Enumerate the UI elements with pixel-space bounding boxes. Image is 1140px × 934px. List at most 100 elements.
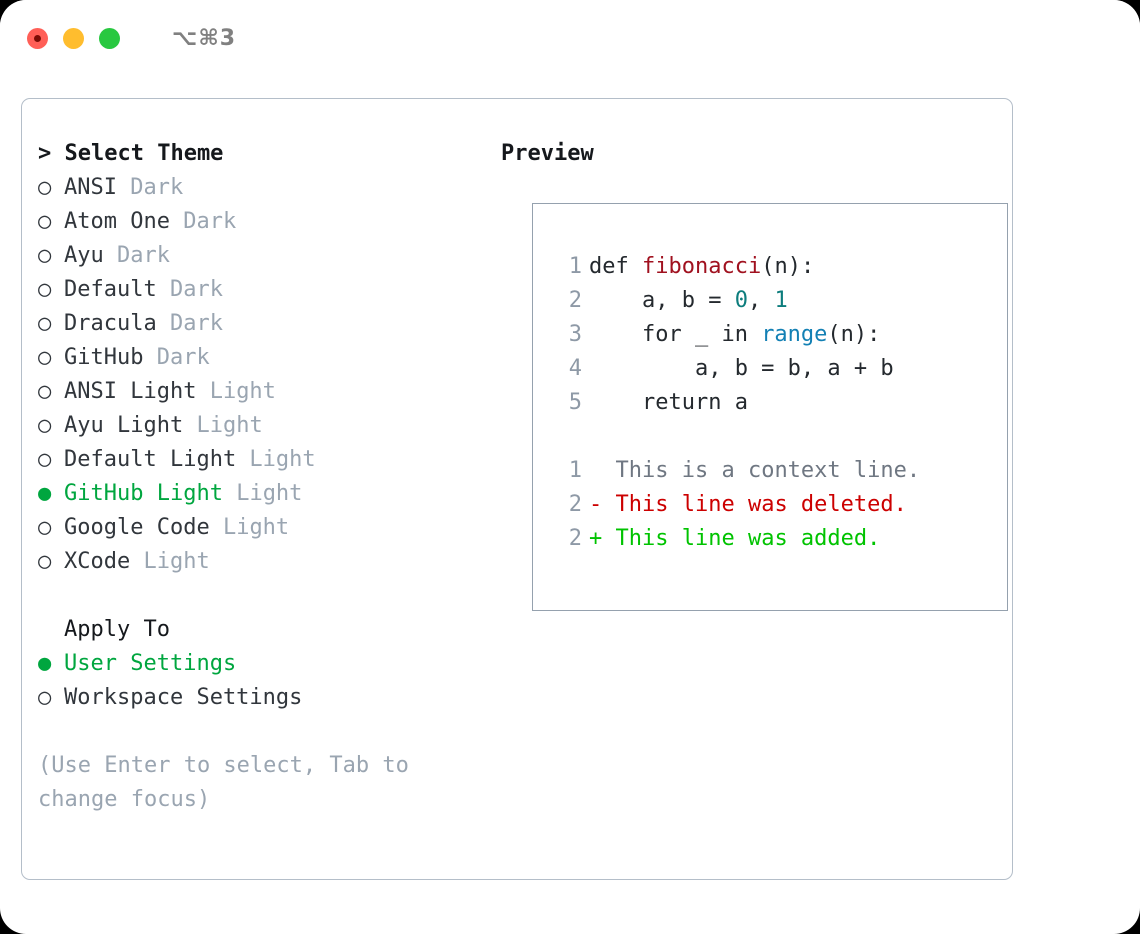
- theme-option-label: XCode: [64, 549, 131, 574]
- theme-option-label: GitHub Light: [64, 481, 223, 506]
- theme-option-label: Dracula: [64, 311, 157, 336]
- theme-option-github-light[interactable]: ● GitHub Light Light: [38, 477, 468, 511]
- code-token-call: range: [761, 322, 828, 347]
- theme-option-label: Ayu: [64, 243, 104, 268]
- theme-selection-column: > Select Theme ○ANSI Dark○Atom One Dark○…: [38, 137, 468, 817]
- close-window-button[interactable]: [27, 27, 48, 49]
- code-line-number: 1: [568, 254, 582, 279]
- theme-option-tag: Dark: [156, 277, 223, 302]
- radio-unselected-icon: ○: [38, 243, 52, 268]
- radio-unselected-icon: ○: [38, 447, 52, 472]
- code-line: 1 def fibonacci(n):: [552, 250, 1001, 284]
- theme-option-default-light[interactable]: ○ Default Light Light: [38, 443, 468, 477]
- theme-option-tag: Dark: [103, 243, 170, 268]
- diff-sign: [589, 458, 616, 483]
- diff-text: This is a context line.: [615, 458, 921, 483]
- theme-option-atom-one[interactable]: ○Atom One Dark: [38, 205, 468, 239]
- list-spacer: [38, 579, 468, 613]
- radio-unselected-icon: ○: [38, 413, 52, 438]
- radio-unselected-icon: ○: [38, 209, 52, 234]
- theme-option-ayu[interactable]: ○ Ayu Dark: [38, 239, 468, 273]
- code-token-num: 1: [774, 288, 788, 313]
- apply-to-heading: Apply To: [64, 617, 170, 642]
- radio-unselected-icon: ○: [38, 175, 52, 200]
- diff-sign: -: [589, 492, 616, 517]
- theme-option-default[interactable]: ○ Default Dark: [38, 273, 468, 307]
- code-token-plain: for _ in: [589, 322, 762, 347]
- code-line: 5 return a: [552, 386, 1001, 420]
- diff-text: This line was added.: [615, 526, 881, 551]
- theme-option-ayu-light[interactable]: ○ Ayu Light Light: [38, 409, 468, 443]
- code-diff-gap: [552, 420, 1001, 454]
- code-token-plain: (n):: [761, 254, 815, 279]
- main-panel: > Select Theme ○ANSI Dark○Atom One Dark○…: [21, 98, 1013, 880]
- preview-heading: Preview: [501, 141, 594, 166]
- theme-option-tag: Dark: [169, 209, 237, 234]
- theme-option-tag: Light: [196, 379, 276, 404]
- theme-option-tag: Light: [183, 413, 263, 438]
- titlebar: ⌥⌘3: [0, 0, 1140, 76]
- traffic-light-group: [27, 27, 120, 49]
- theme-option-label: Google Code: [64, 515, 210, 540]
- theme-option-github[interactable]: ○ GitHub Dark: [38, 341, 468, 375]
- theme-option-ansi[interactable]: ○ANSI Dark: [38, 171, 468, 205]
- theme-option-tag: Light: [236, 447, 316, 472]
- code-line-number: 4: [568, 356, 582, 381]
- diff-line-number: 1: [568, 458, 582, 483]
- radio-selected-icon: ●: [38, 651, 52, 676]
- code-line-number: 2: [568, 288, 582, 313]
- theme-option-label: Default Light: [64, 447, 237, 472]
- code-line-number: 3: [568, 322, 582, 347]
- radio-unselected-icon: ○: [38, 515, 52, 540]
- code-token-plain: a, b = b, a + b: [589, 356, 894, 381]
- code-token-fn: fibonacci: [641, 254, 762, 279]
- apply-to-option-workspace-settings[interactable]: ○Workspace Settings: [38, 681, 468, 715]
- theme-option-label: Ayu Light: [64, 413, 184, 438]
- radio-unselected-icon: ○: [38, 549, 52, 574]
- radio-unselected-icon: ○: [38, 311, 52, 336]
- code-token-plain: a, b =: [589, 288, 735, 313]
- minimize-window-button[interactable]: [63, 27, 84, 49]
- code-token-plain: return a: [589, 390, 748, 415]
- radio-unselected-icon: ○: [38, 345, 52, 370]
- theme-option-label: Default: [64, 277, 157, 302]
- code-line: 4 a, b = b, a + b: [552, 352, 1001, 386]
- code-token-plain: def: [589, 254, 642, 279]
- theme-option-google-code[interactable]: ○Google Code Light: [38, 511, 468, 545]
- theme-list[interactable]: ○ANSI Dark○Atom One Dark○Ayu Dark○Defaul…: [38, 171, 468, 579]
- theme-option-tag: Light: [130, 549, 210, 574]
- theme-option-ansi-light[interactable]: ○ ANSI Light Light: [38, 375, 468, 409]
- diff-line-add: 2 + This line was added.: [552, 522, 1001, 556]
- theme-option-xcode[interactable]: ○ XCode Light: [38, 545, 468, 579]
- select-theme-heading: > Select Theme: [38, 141, 224, 166]
- diff-line-number: 2: [568, 526, 582, 551]
- apply-to-list[interactable]: ● User Settings ○Workspace Settings: [38, 647, 468, 715]
- theme-option-label: ANSI Light: [64, 379, 197, 404]
- maximize-window-button[interactable]: [99, 27, 120, 49]
- apply-to-option-label: User Settings: [64, 651, 237, 676]
- code-line: 3 for _ in range(n):: [552, 318, 1001, 352]
- diff-line-context: 1 This is a context line.: [552, 454, 1001, 488]
- diff-line-number: 2: [568, 492, 582, 517]
- code-line-number: 5: [568, 390, 582, 415]
- theme-option-label: ANSI: [64, 175, 117, 200]
- radio-unselected-icon: ○: [38, 379, 52, 404]
- apply-to-option-user-settings[interactable]: ● User Settings: [38, 647, 468, 681]
- theme-option-tag: Dark: [143, 345, 210, 370]
- code-token-num: 0: [734, 288, 748, 313]
- radio-unselected-icon: ○: [38, 685, 52, 710]
- radio-unselected-icon: ○: [38, 277, 52, 302]
- keyboard-shortcut-label: ⌥⌘3: [172, 25, 237, 51]
- diff-sign: +: [589, 526, 616, 551]
- radio-selected-icon: ●: [38, 481, 52, 506]
- diff-text: This line was deleted.: [615, 492, 907, 517]
- diff-sample: 1 This is a context line. 2- This line wa…: [552, 454, 1001, 556]
- theme-option-label: GitHub: [64, 345, 144, 370]
- theme-option-dracula[interactable]: ○Dracula Dark: [38, 307, 468, 341]
- theme-option-tag: Light: [222, 481, 303, 506]
